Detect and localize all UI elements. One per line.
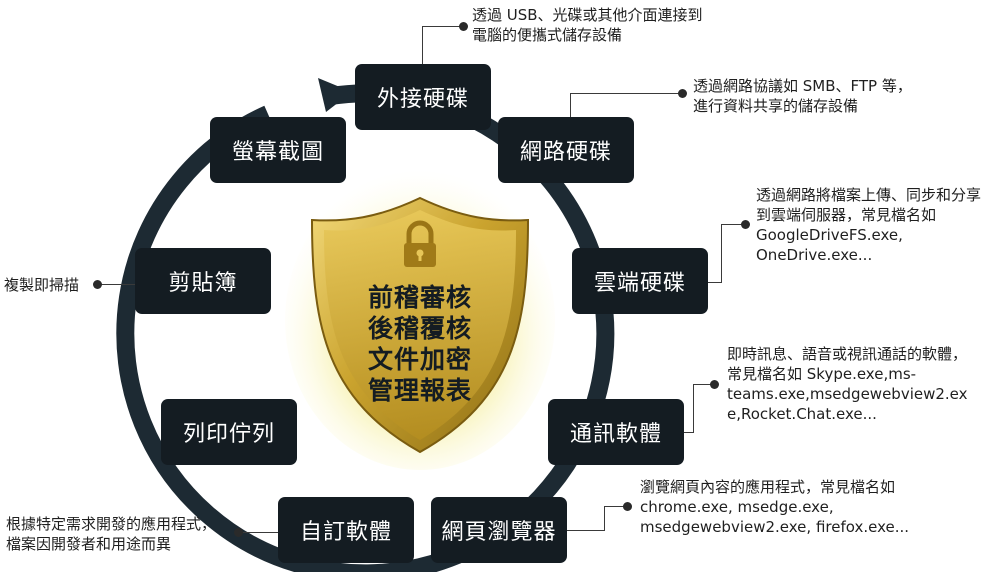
connector-dot [710, 380, 719, 389]
desc-browser: 瀏覽網頁內容的應用程式，常見檔名如 chrome.exe, msedge.exe… [640, 478, 910, 536]
connector-clipboard [100, 284, 135, 285]
connector-dot [741, 220, 750, 229]
desc-external-drive: 透過 USB、光碟或其他介面連接到 電腦的便攜式儲存設備 [472, 6, 703, 44]
desc-cloud-drive: 透過網路將檔案上傳、同步和分享 到雲端伺服器，常見檔名如 GoogleDrive… [756, 186, 982, 264]
ring-arrow-icon [318, 78, 352, 112]
padlock-icon [404, 220, 436, 267]
connector-external-drive [422, 26, 423, 64]
connector-cloud-drive [708, 282, 722, 283]
desc-custom-software: 根據特定需求開發的應用程式， 檔案因開發者和用途而異 [6, 515, 217, 553]
node-screenshot[interactable]: 螢幕截圖 [210, 117, 346, 183]
connector-dot [623, 502, 632, 511]
desc-clipboard: 複製即掃描 [4, 276, 80, 294]
desc-messaging: 即時訊息、語音或視訊通話的軟體， 常見檔名如 Skype.exe,ms- tea… [727, 345, 968, 423]
node-network-drive[interactable]: 網路硬碟 [498, 117, 634, 183]
connector-dot [234, 528, 243, 537]
node-print-queue[interactable]: 列印佇列 [161, 399, 297, 465]
node-cloud-drive[interactable]: 雲端硬碟 [572, 248, 708, 314]
shield-label: 前稽審核 後稽覆核 文件加密 管理報表 [367, 283, 472, 405]
node-clipboard[interactable]: 剪貼簿 [135, 248, 271, 314]
connector-network-drive [570, 93, 571, 117]
node-external-drive[interactable]: 外接硬碟 [355, 64, 491, 130]
node-browser[interactable]: 網頁瀏覽器 [431, 497, 567, 563]
connector-messaging [684, 432, 694, 433]
node-messaging[interactable]: 通訊軟體 [548, 399, 684, 465]
node-custom-software[interactable]: 自訂軟體 [278, 497, 414, 563]
connector-dot [459, 22, 468, 31]
connector-dot [93, 280, 102, 289]
connector-custom-software [240, 532, 278, 533]
connector-dot [678, 89, 687, 98]
connector-browser [567, 530, 605, 531]
desc-network-drive: 透過網路協議如 SMB、FTP 等， 進行資料共享的儲存設備 [693, 77, 912, 115]
